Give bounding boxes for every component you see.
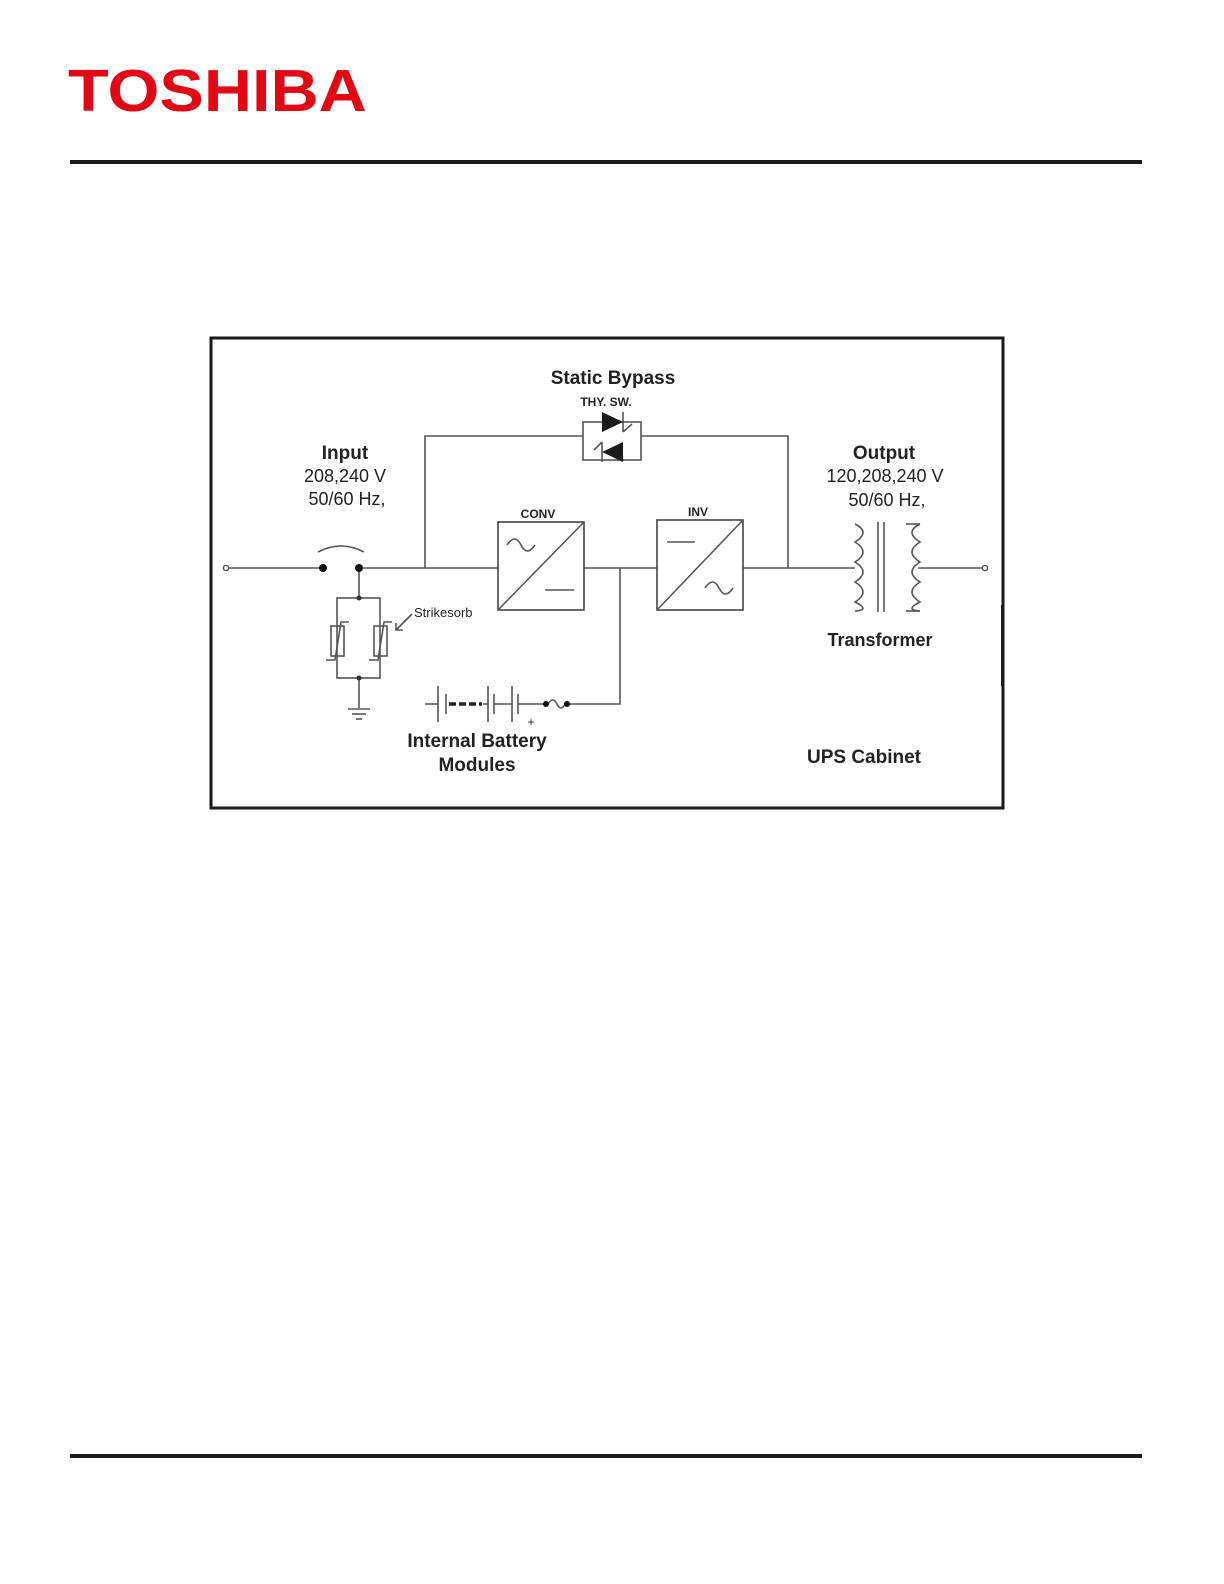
input-terminal: [223, 565, 228, 570]
breaker-contact-right: [355, 564, 363, 572]
input-frequency: 50/60 Hz,: [308, 489, 385, 509]
static-bypass-label: Static Bypass: [551, 368, 676, 389]
output-voltage: 120,208,240 V: [826, 466, 943, 486]
transformer-label: Transformer: [827, 630, 932, 650]
thyristor-2-gate: [594, 442, 602, 450]
battery-label-line2: Modules: [438, 755, 515, 776]
ups-cabinet-label: UPS Cabinet: [807, 747, 922, 768]
thyristor-2-diode: [602, 442, 623, 462]
converter-diagonal: [498, 522, 584, 610]
input-title: Input: [322, 443, 369, 464]
input-breaker-arc: [318, 546, 364, 552]
strikesorb-junction-top: [357, 596, 362, 601]
thyristor-1-gate: [623, 424, 632, 432]
battery-label-line1: Internal Battery: [407, 731, 547, 752]
conv-label: CONV: [521, 507, 556, 521]
strikesorb-label: Strikesorb: [414, 605, 473, 620]
thy-sw-label: THY. SW.: [580, 395, 631, 409]
bypass-path-right: [641, 436, 788, 568]
fuse-dot-left: [543, 701, 549, 707]
thyristor-1-diode: [602, 412, 623, 432]
output-frequency: 50/60 Hz,: [848, 490, 925, 510]
battery-plus-label: +: [527, 715, 534, 729]
breaker-contact-left: [319, 564, 327, 572]
fuse-dot-right: [564, 701, 570, 707]
output-terminal: [982, 565, 987, 570]
strikesorb-arrow: [396, 614, 412, 630]
inverter-diagonal: [657, 520, 743, 610]
transformer-primary-coil: [855, 524, 863, 611]
converter-ac-symbol: [507, 539, 535, 551]
inverter-ac-symbol: [705, 582, 733, 594]
inv-label: INV: [688, 505, 708, 519]
strikesorb-junction-bottom: [357, 676, 362, 681]
input-voltage: 208,240 V: [304, 466, 386, 486]
output-title: Output: [853, 443, 916, 464]
battery-fuse: [548, 700, 565, 708]
dc-link-line: [568, 568, 620, 704]
